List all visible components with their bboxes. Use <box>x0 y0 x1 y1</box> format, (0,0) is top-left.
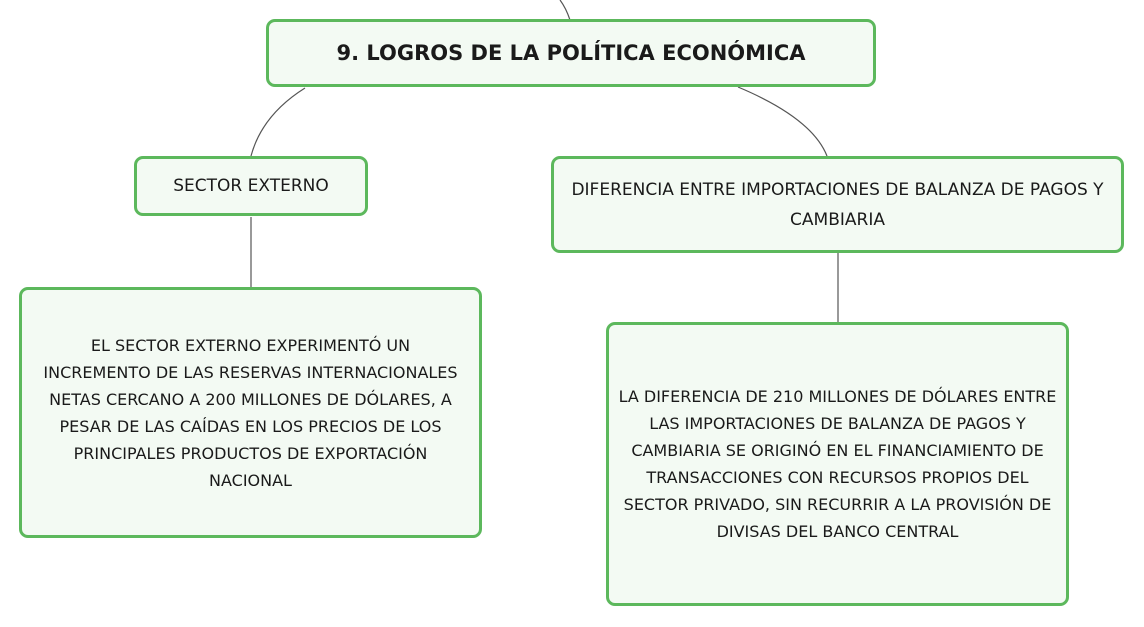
branch-node-diferencia-importaciones-label: DIFERENCIA ENTRE IMPORTACIONES DE BALANZ… <box>571 179 1104 230</box>
connector-root-to-diferencia <box>737 86 828 157</box>
root-node-label: 9. LOGROS DE LA POLÍTICA ECONÓMICA <box>336 41 806 65</box>
connector-parent-to-root <box>559 0 571 21</box>
detail-node-sector-externo-text: EL SECTOR EXTERNO EXPERIMENTÓ UN INCREME… <box>43 335 458 490</box>
branch-node-sector-externo[interactable]: SECTOR EXTERNO <box>134 156 368 216</box>
detail-node-diferencia-importaciones[interactable]: LA DIFERENCIA DE 210 MILLONES DE DÓLARES… <box>606 322 1069 606</box>
branch-node-diferencia-importaciones[interactable]: DIFERENCIA ENTRE IMPORTACIONES DE BALANZ… <box>551 156 1124 253</box>
branch-node-sector-externo-label: SECTOR EXTERNO <box>173 176 329 196</box>
detail-node-diferencia-importaciones-text: LA DIFERENCIA DE 210 MILLONES DE DÓLARES… <box>618 387 1057 541</box>
root-node[interactable]: 9. LOGROS DE LA POLÍTICA ECONÓMICA <box>266 19 876 87</box>
detail-node-sector-externo[interactable]: EL SECTOR EXTERNO EXPERIMENTÓ UN INCREME… <box>19 287 482 538</box>
connector-root-to-sector-externo <box>250 87 306 157</box>
